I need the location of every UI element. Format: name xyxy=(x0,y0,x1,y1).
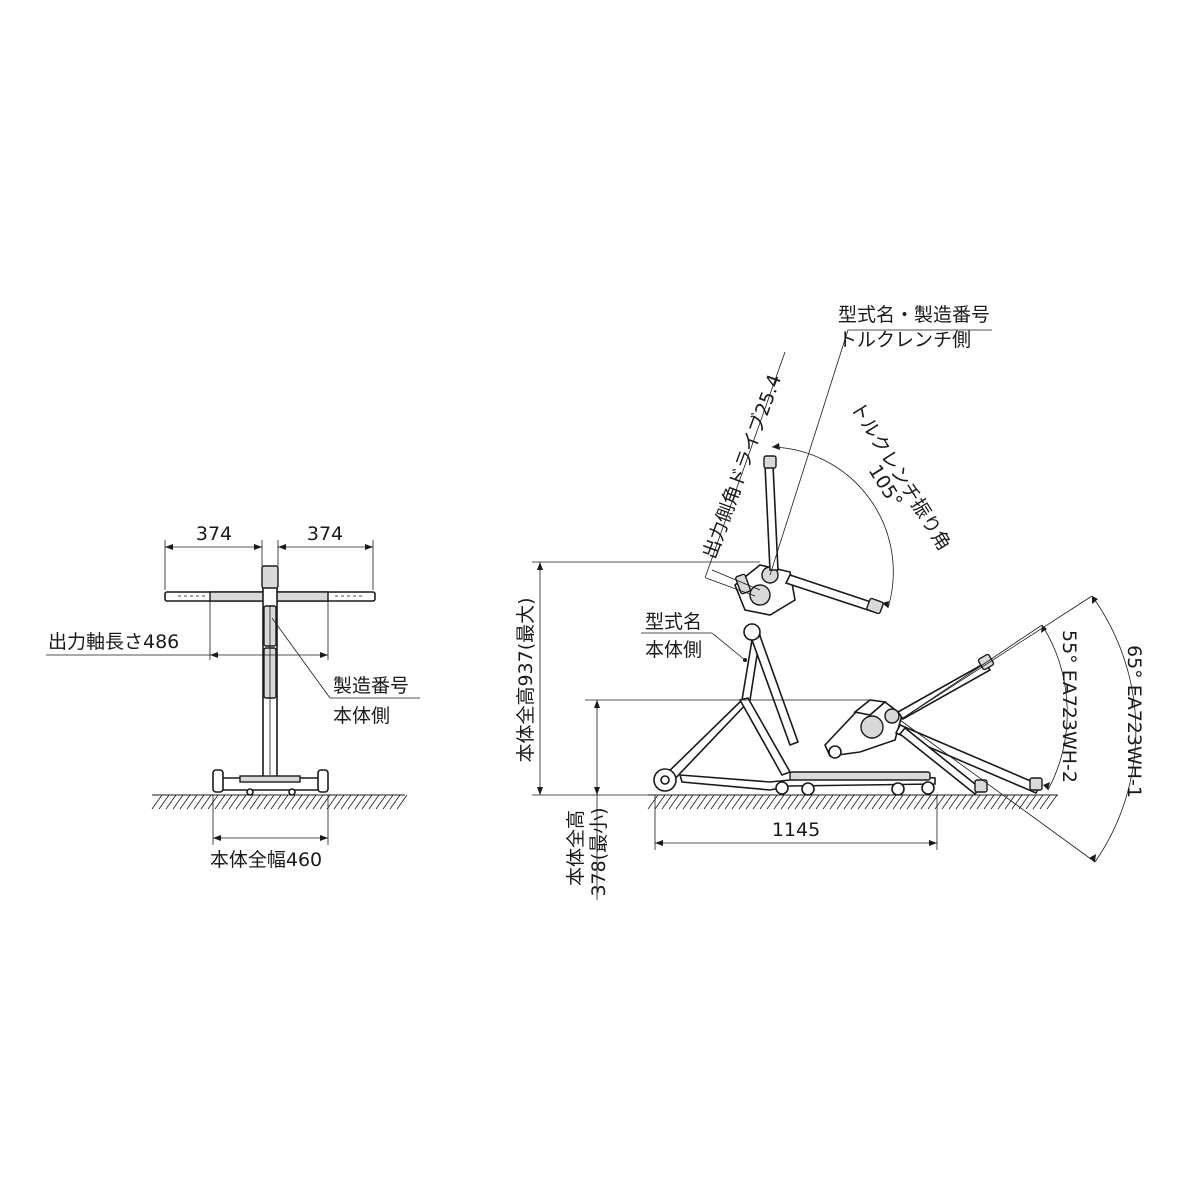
wrench-lower-55 xyxy=(896,653,995,721)
dim-length-label: 1145 xyxy=(772,819,820,841)
model-serial-line1: 型式名・製造番号 xyxy=(838,304,990,326)
swing-label: トルクレンチ振り角 xyxy=(846,398,955,555)
angle-wh2-label: 55° EA723WH-2 xyxy=(1058,630,1080,783)
base-rail xyxy=(678,771,936,796)
angle-wh1-label: 65° EA723WH-1 xyxy=(1123,645,1145,798)
wrench-upper-vertical xyxy=(763,455,779,571)
model-leader: 型式名 本体側 xyxy=(641,611,747,662)
front-view: 374 374 出力軸長さ486 製造番号 本体側 本体全幅460 xyxy=(46,523,420,871)
side-view: 型式名 本体側 本体全高937(最大) 本体全高 378(最小) 1145 xyxy=(515,304,1145,900)
model-label-line2: 本体側 xyxy=(645,639,702,661)
dim-shaft-length-label: 出力軸長さ486 xyxy=(48,631,179,653)
dim-shaft-length: 出力軸長さ486 xyxy=(46,601,329,660)
model-label-line1: 型式名 xyxy=(645,611,702,633)
dim-length: 1145 xyxy=(654,795,938,850)
serial-label-line2: 本体側 xyxy=(333,705,390,727)
dim-body-width: 本体全幅460 xyxy=(210,795,329,871)
model-serial-line2: トルクレンチ側 xyxy=(838,329,971,351)
head-upper xyxy=(734,564,796,641)
angle-arcs xyxy=(899,595,1137,863)
front-shaft xyxy=(261,565,279,779)
front-ground xyxy=(151,794,408,810)
dim-height-min: 本体全高 378(最小) xyxy=(565,699,870,900)
wrench-lower-65 xyxy=(894,723,1043,796)
front-base xyxy=(212,769,329,796)
swing-arc xyxy=(769,329,992,609)
wrench-upper-swung xyxy=(784,574,884,615)
dim-arm-length: 374 374 xyxy=(164,523,374,590)
dim-arm-right: 374 xyxy=(307,523,343,545)
dim-height-max: 本体全高937(最大) xyxy=(515,561,760,796)
serial-leader: 製造番号 本体側 xyxy=(271,617,420,727)
drive-leader xyxy=(704,351,786,597)
dim-body-width-label: 本体全幅460 xyxy=(210,849,322,871)
serial-label-line1: 製造番号 xyxy=(333,675,409,697)
head-lower xyxy=(824,699,903,759)
dim-height-min-line2: 378(最小) xyxy=(588,807,610,896)
dim-height-max-label: 本体全高937(最大) xyxy=(515,597,537,762)
dim-arm-left: 374 xyxy=(196,523,232,545)
side-ground xyxy=(647,794,1058,810)
dim-height-min-line1: 本体全高 xyxy=(565,810,587,886)
